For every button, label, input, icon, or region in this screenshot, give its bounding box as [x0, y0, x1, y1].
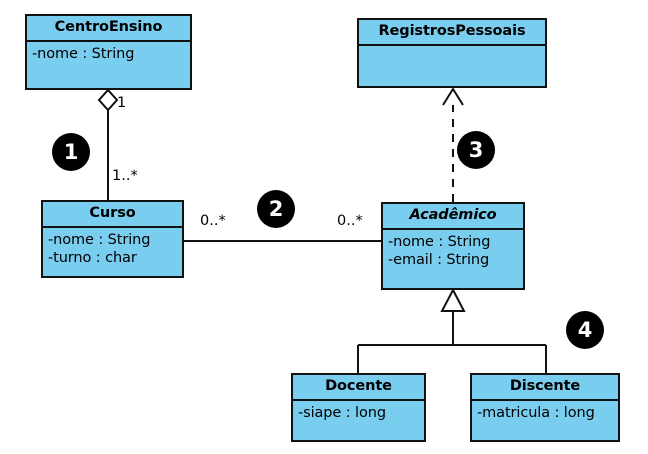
class-attributes-centroensino: -nome : String	[27, 42, 190, 68]
class-title-curso: Curso	[43, 202, 182, 228]
multiplicity-label-academico-association: 0..*	[337, 213, 363, 229]
aggregation-diamond	[97, 88, 119, 112]
annotation-badge-1[interactable]: 1	[52, 133, 90, 171]
generalization-hollow-triangle	[440, 287, 466, 312]
attribute-row: -nome : String	[388, 233, 491, 250]
class-title-centroensino: CentroEnsino	[27, 16, 190, 42]
class-box-centroensino[interactable]: CentroEnsino -nome : String	[25, 14, 192, 90]
class-title-docente: Docente	[293, 375, 424, 401]
class-box-curso[interactable]: Curso -nome : String -turno : char	[41, 200, 184, 278]
multiplicity-label-curso-aggregation: 1..*	[112, 168, 138, 184]
multiplicity-label-curso-association: 0..*	[200, 213, 226, 229]
class-attributes-discente: -matricula : long	[472, 401, 618, 427]
class-attributes-academico: -nome : String -email : String	[383, 230, 523, 274]
class-title-registrospessoais: RegistrosPessoais	[359, 20, 545, 46]
class-box-registrospessoais[interactable]: RegistrosPessoais	[357, 18, 547, 88]
annotation-badge-3[interactable]: 3	[457, 131, 495, 169]
realization-open-arrowhead	[442, 87, 464, 106]
class-box-academico[interactable]: Acadêmico -nome : String -email : String	[381, 202, 525, 290]
class-box-docente[interactable]: Docente -siape : long	[291, 373, 426, 442]
class-box-discente[interactable]: Discente -matricula : long	[470, 373, 620, 442]
relationship-generalization-academico-subclasses[interactable]	[357, 287, 547, 373]
attribute-row: -nome : String	[32, 45, 135, 62]
attribute-row: -siape : long	[298, 404, 386, 421]
annotation-badge-4[interactable]: 4	[566, 311, 604, 349]
class-attributes-registrospessoais	[359, 46, 545, 95]
attribute-row: -nome : String	[48, 231, 151, 248]
multiplicity-label-centroensino: 1	[117, 95, 127, 111]
attribute-row: -email : String	[388, 252, 490, 269]
class-title-academico: Acadêmico	[383, 204, 523, 230]
relationship-realization-academico-registrospessoais[interactable]	[442, 87, 464, 202]
class-attributes-docente: -siape : long	[293, 401, 424, 427]
annotation-badge-2[interactable]: 2	[257, 190, 295, 228]
attribute-row: -turno : char	[48, 250, 137, 267]
class-attributes-curso: -nome : String -turno : char	[43, 228, 182, 272]
attribute-row: -matricula : long	[477, 404, 595, 421]
class-title-discente: Discente	[472, 375, 618, 401]
relationship-aggregation-centroensino-curso[interactable]	[97, 88, 119, 200]
